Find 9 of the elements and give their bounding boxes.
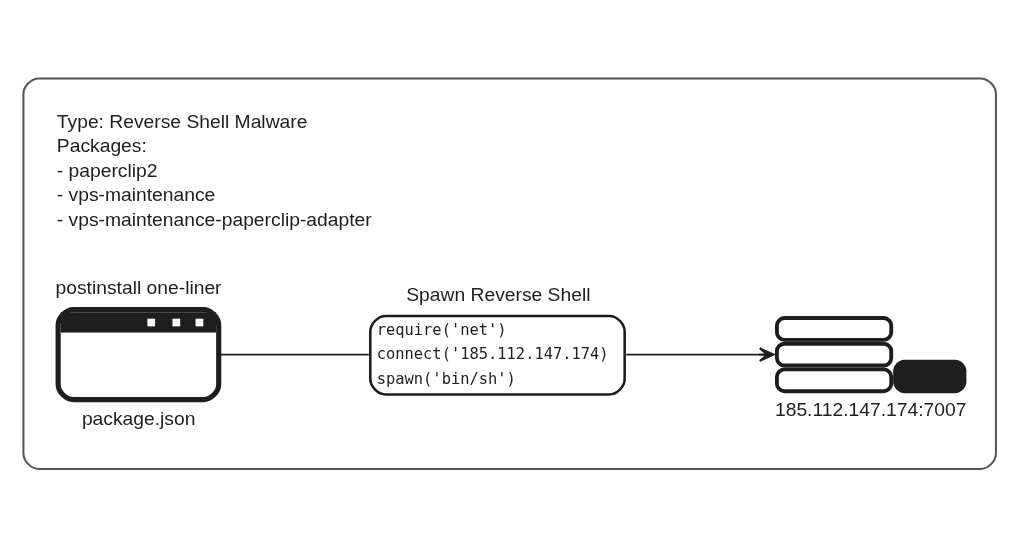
label: Packages: bbox=[56, 134, 147, 156]
node-label: package.json bbox=[81, 407, 196, 429]
node-label: Spawn Reverse Shell bbox=[406, 283, 591, 305]
label: Type: Reverse Shell Malware bbox=[56, 110, 308, 132]
node-label: 185.112.147.174:7007 bbox=[774, 398, 967, 420]
node-label: postinstall one-liner bbox=[55, 276, 222, 298]
label: - vps-maintenance bbox=[56, 183, 216, 205]
label: - paperclip2 bbox=[56, 159, 158, 181]
label: - vps-maintenance-paperclip-adapter bbox=[56, 208, 372, 230]
